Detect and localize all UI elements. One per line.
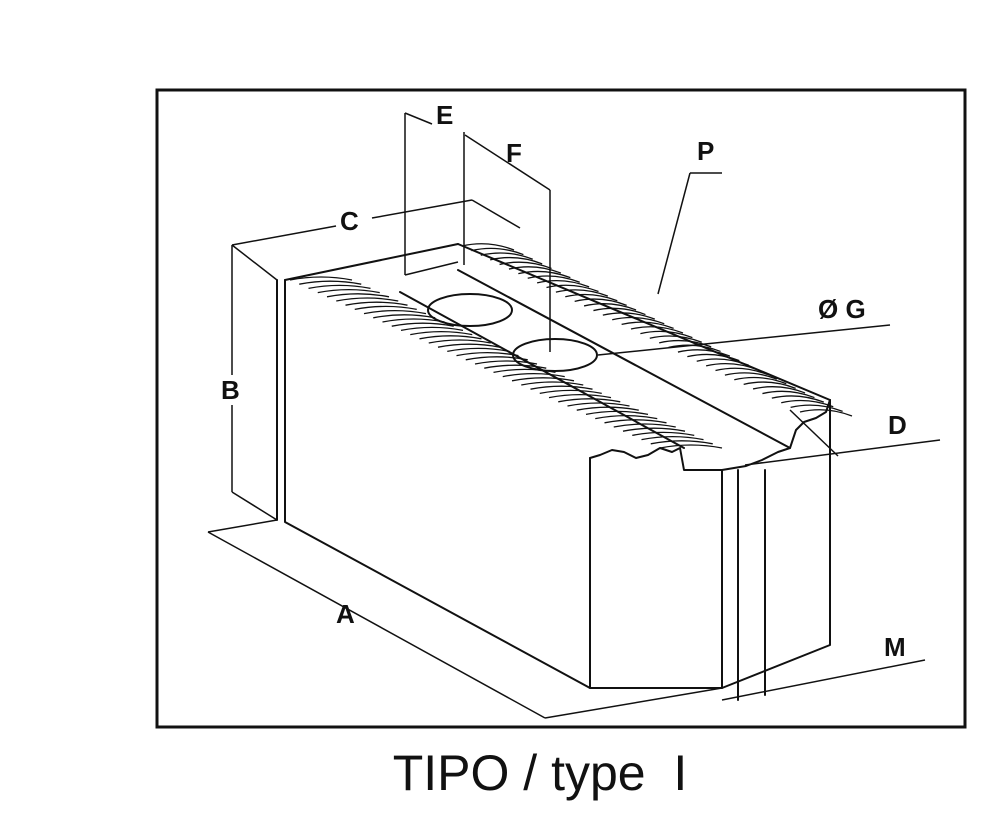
- serration-tooth: [715, 367, 768, 376]
- serration-tooth: [326, 293, 390, 298]
- serration-tooth: [650, 440, 713, 445]
- serration-tooth: [391, 322, 454, 327]
- serration-tooth: [641, 435, 704, 441]
- serration-tooth: [621, 321, 674, 329]
- block-outline: [276, 243, 831, 701]
- serration-tooth: [604, 419, 667, 424]
- serration-tooth: [585, 410, 649, 416]
- serration-tooth: [790, 404, 843, 412]
- serration-tooth: [410, 330, 473, 336]
- dimension-lines: [207, 112, 941, 719]
- serration-tooth: [373, 314, 436, 319]
- label-f: F: [506, 138, 522, 168]
- serration-tooth: [382, 318, 445, 323]
- serration-tooth: [659, 444, 723, 449]
- label-p: P: [697, 136, 714, 166]
- serration-tooth: [493, 368, 556, 374]
- serration-tooth: [345, 301, 408, 306]
- serration-tooth: [461, 243, 515, 251]
- serration-tooth: [400, 326, 464, 332]
- serration-tooth: [447, 347, 510, 353]
- serration-tooth: [677, 349, 731, 357]
- serration-tooth: [471, 247, 524, 256]
- serration-tooth: [539, 389, 602, 395]
- serration-tooth: [649, 335, 703, 343]
- serration-tooth: [574, 298, 627, 306]
- label-b: B: [221, 375, 240, 405]
- serration-tooth: [632, 431, 695, 437]
- serration-tooth: [752, 386, 806, 394]
- serration-tooth: [474, 360, 538, 365]
- serration-tooth: [602, 312, 656, 320]
- serration-tooth: [465, 356, 528, 361]
- label-d: D: [888, 410, 907, 440]
- serration-tooth: [724, 372, 778, 380]
- serration-tooth: [527, 275, 580, 283]
- serration-tooth: [511, 377, 575, 382]
- label-e: E: [436, 100, 453, 130]
- serration-tooth: [289, 276, 353, 281]
- label-m: M: [884, 632, 906, 662]
- serration-tooth: [762, 390, 815, 399]
- serration-tooth: [576, 406, 639, 411]
- serration-tooth: [480, 252, 534, 260]
- serration-tooth: [354, 305, 417, 311]
- serration-tooth: [630, 326, 684, 334]
- serration-tooth: [613, 423, 676, 428]
- serration-tooth: [567, 402, 630, 407]
- serration-tooth: [705, 362, 759, 371]
- serration-tooth: [696, 358, 749, 366]
- label-a: A: [336, 599, 355, 629]
- serration-tooth: [659, 339, 712, 348]
- serration-tooth: [428, 339, 491, 344]
- serration-tooth: [518, 270, 571, 279]
- serration-tooth: [490, 256, 543, 265]
- serration-tooth: [499, 261, 552, 270]
- serration-tooth: [743, 381, 796, 389]
- serration-tooth: [555, 289, 609, 297]
- serration-tooth: [771, 395, 825, 403]
- serrations-front: [289, 276, 723, 449]
- label-c: C: [340, 206, 359, 236]
- serration-tooth: [558, 398, 621, 403]
- serration-tooth: [536, 279, 590, 288]
- serration-tooth: [456, 351, 519, 357]
- serration-tooth: [612, 316, 665, 325]
- serration-tooth: [548, 393, 612, 399]
- serration-tooth: [336, 297, 399, 302]
- serration-tooth: [530, 385, 593, 390]
- serration-tooth: [419, 335, 482, 340]
- serration-tooth: [437, 343, 501, 348]
- label-g: Ø G: [818, 294, 866, 324]
- serration-tooth: [565, 293, 618, 302]
- serration-tooth: [687, 353, 740, 362]
- serration-tooth: [595, 414, 658, 420]
- serrations-back: [461, 243, 853, 417]
- serration-tooth: [484, 364, 547, 369]
- serration-tooth: [781, 399, 834, 408]
- dimension-labels: A B C D E F P Ø G M: [221, 100, 907, 662]
- figure-caption: TIPO / type I: [393, 745, 688, 801]
- serration-tooth: [299, 280, 362, 285]
- serration-tooth: [502, 372, 565, 378]
- serration-tooth: [622, 427, 686, 432]
- serration-tooth: [799, 409, 853, 417]
- serration-tooth: [583, 303, 637, 311]
- serration-tooth: [363, 309, 427, 315]
- serration-tooth: [734, 376, 787, 385]
- serration-tooth: [593, 307, 646, 316]
- serration-tooth: [317, 288, 380, 294]
- serration-tooth: [308, 284, 371, 290]
- serration-tooth: [546, 284, 599, 293]
- serration-tooth: [521, 381, 584, 386]
- serration-tooth: [640, 330, 693, 339]
- serration-tooth: [508, 266, 562, 274]
- diagram-frame: [155, 88, 967, 729]
